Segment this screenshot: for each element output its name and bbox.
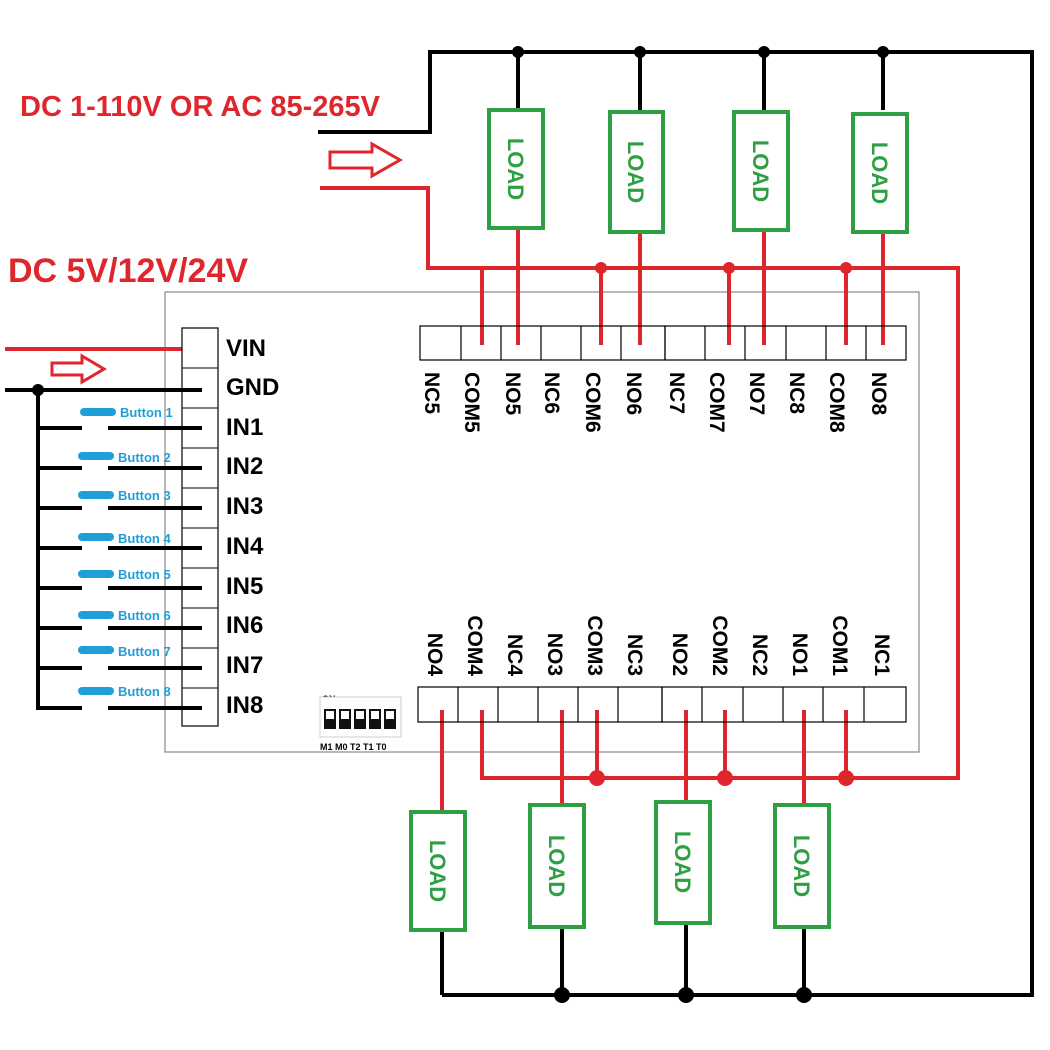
load-box-4: LOAD	[409, 810, 467, 932]
relay-label-no2: NO2	[668, 633, 691, 676]
terminal-in1: IN1	[226, 414, 263, 441]
gnd-junction	[32, 384, 44, 396]
load-3-label: LOAD	[544, 835, 569, 897]
relay-label-nc3: NC3	[623, 634, 646, 676]
relay-label-com7: COM7	[705, 372, 728, 433]
relay-label-com6: COM6	[581, 372, 604, 433]
push-button-2[interactable]: Button 2	[78, 450, 171, 465]
load-2-label: LOAD	[670, 831, 695, 893]
relay-label-nc8: NC8	[785, 372, 808, 414]
terminal-in6: IN6	[226, 612, 263, 639]
button-3-label: Button 3	[118, 488, 171, 503]
load-7-label: LOAD	[748, 140, 773, 202]
relay-label-nc6: NC6	[540, 372, 563, 414]
power-junctions	[589, 262, 854, 786]
load-supply-label: DC 1-110V OR AC 85-265V	[20, 91, 381, 123]
module-supply-arrow	[50, 353, 107, 385]
relay-label-nc4: NC4	[503, 634, 526, 676]
relay-label-no5: NO5	[501, 372, 524, 416]
load-1-label: LOAD	[789, 835, 814, 897]
relay-label-nc5: NC5	[420, 372, 443, 414]
terminal-in8: IN8	[226, 692, 263, 719]
push-button-3[interactable]: Button 3	[78, 488, 171, 503]
terminal-in2: IN2	[226, 453, 263, 480]
relay-label-com1: COM1	[828, 615, 851, 676]
load-5-label: LOAD	[503, 138, 528, 200]
load-box-2: LOAD	[654, 800, 712, 925]
relay-label-com5: COM5	[460, 372, 483, 433]
terminal-in5: IN5	[226, 573, 263, 600]
button-5-label: Button 5	[118, 567, 171, 582]
load-8-label: LOAD	[867, 142, 892, 204]
relay-label-nc2: NC2	[748, 634, 771, 676]
relay-label-com8: COM8	[825, 372, 848, 433]
relay-label-no8: NO8	[867, 372, 890, 416]
push-button-1[interactable]: Button 1	[80, 405, 173, 420]
relay-label-com4: COM4	[463, 615, 486, 676]
load-box-8: LOAD	[851, 112, 909, 234]
terminal-gnd: GND	[226, 374, 279, 401]
push-button-5[interactable]: Button 5	[78, 567, 171, 582]
terminal-vin: VIN	[226, 335, 266, 362]
button-1-label: Button 1	[120, 405, 173, 420]
return-junctions	[512, 46, 889, 1003]
relay-label-nc1: NC1	[870, 634, 893, 676]
input-terminal-block	[181, 327, 219, 727]
relay-label-no4: NO4	[423, 633, 446, 677]
terminal-in3: IN3	[226, 493, 263, 520]
load-4-label: LOAD	[425, 840, 450, 902]
button-2-label: Button 2	[118, 450, 171, 465]
load-box-3: LOAD	[528, 803, 586, 929]
relay-terminal-strip-bottom	[417, 686, 907, 723]
module-board	[164, 291, 920, 753]
load-supply-arrow	[328, 141, 404, 179]
dip-switch[interactable]: ON M1 M0 T2 T1 T0	[319, 694, 402, 752]
load-box-5: LOAD	[487, 108, 545, 230]
push-button-7[interactable]: Button 7	[78, 644, 171, 659]
push-button-6[interactable]: Button 6	[78, 608, 171, 623]
module-supply-label: DC 5V/12V/24V	[8, 252, 248, 290]
relay-label-no1: NO1	[788, 633, 811, 677]
load-box-7: LOAD	[732, 110, 790, 232]
relay-terminal-strip-top	[419, 325, 907, 361]
relay-label-nc7: NC7	[665, 372, 688, 414]
relay-label-no6: NO6	[622, 372, 645, 415]
load-6-label: LOAD	[623, 141, 648, 203]
button-4-label: Button 4	[118, 531, 171, 546]
push-button-8[interactable]: Button 8	[78, 684, 171, 699]
load-box-6: LOAD	[608, 110, 665, 234]
button-7-label: Button 7	[118, 644, 171, 659]
relay-label-no3: NO3	[543, 633, 566, 676]
load-box-1: LOAD	[773, 803, 831, 929]
relay-label-com2: COM2	[708, 615, 731, 676]
relay-label-com3: COM3	[583, 615, 606, 676]
return-wire	[318, 50, 1034, 997]
terminal-in7: IN7	[226, 652, 263, 679]
terminal-in4: IN4	[226, 533, 264, 560]
push-button-4[interactable]: Button 4	[78, 531, 171, 546]
button-8-label: Button 8	[118, 684, 171, 699]
relay-label-no7: NO7	[745, 372, 768, 415]
dip-switch-labels: M1 M0 T2 T1 T0	[320, 742, 387, 752]
button-6-label: Button 6	[118, 608, 171, 623]
